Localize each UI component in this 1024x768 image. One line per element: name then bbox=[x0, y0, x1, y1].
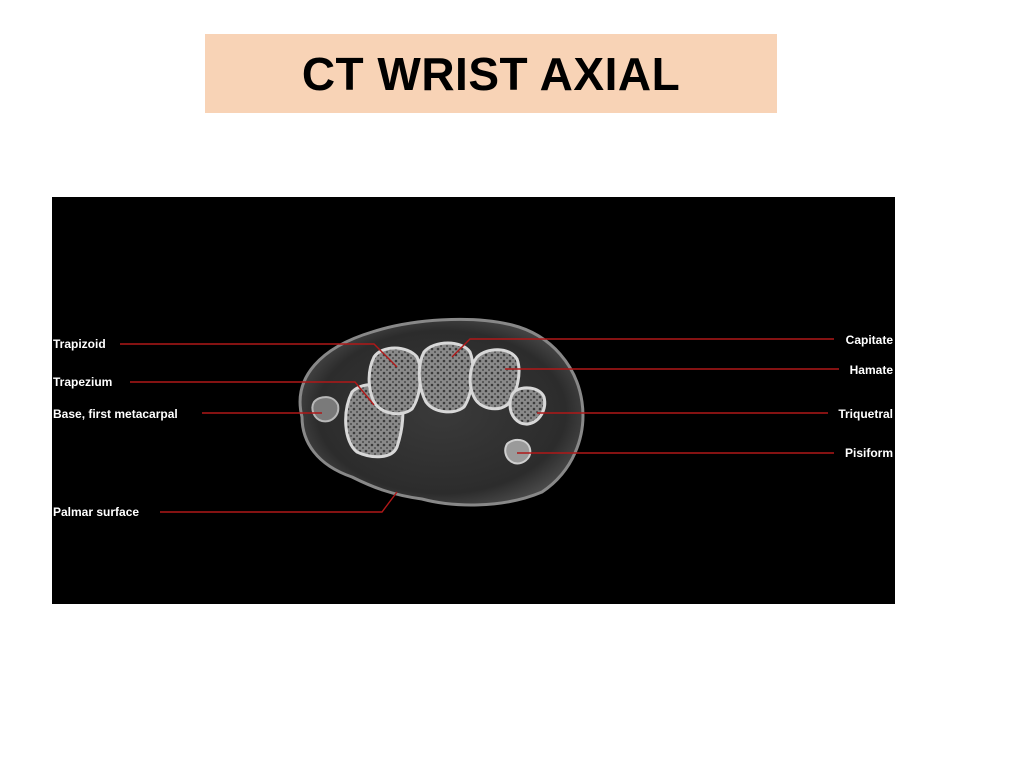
label-capitate: Capitate bbox=[845, 333, 893, 347]
first-metacarpal-base bbox=[311, 396, 340, 423]
pisiform-bone bbox=[504, 438, 532, 465]
slide-title: CT WRIST AXIAL bbox=[301, 47, 681, 100]
label-triquetral: Triquetral bbox=[838, 407, 893, 421]
trapezoid-bone bbox=[367, 346, 423, 416]
capitate-bone bbox=[417, 341, 475, 414]
leader-trapizoid bbox=[120, 343, 398, 368]
ct-scan-graphic bbox=[120, 317, 839, 513]
leader-trapezium bbox=[130, 381, 375, 406]
label-hamate: Hamate bbox=[849, 363, 893, 377]
label-palmar-surface: Palmar surface bbox=[53, 505, 140, 519]
label-pisiform: Pisiform bbox=[844, 446, 893, 460]
label-base-first-metacarpal: Base, first metacarpal bbox=[53, 407, 178, 421]
leader-lines-left bbox=[120, 343, 398, 513]
leader-capitate bbox=[451, 338, 834, 358]
triquetral-bone bbox=[508, 386, 547, 426]
leader-lines-right bbox=[451, 338, 839, 454]
title-banner: CT WRIST AXIAL bbox=[205, 34, 777, 113]
label-trapizoid: Trapizoid bbox=[53, 337, 106, 351]
leader-palmar-surface bbox=[160, 491, 398, 513]
ct-axial-image: Trapizoid Trapezium Base, first metacarp… bbox=[52, 197, 895, 604]
hamate-bone bbox=[468, 348, 521, 411]
label-trapezium: Trapezium bbox=[53, 375, 113, 389]
